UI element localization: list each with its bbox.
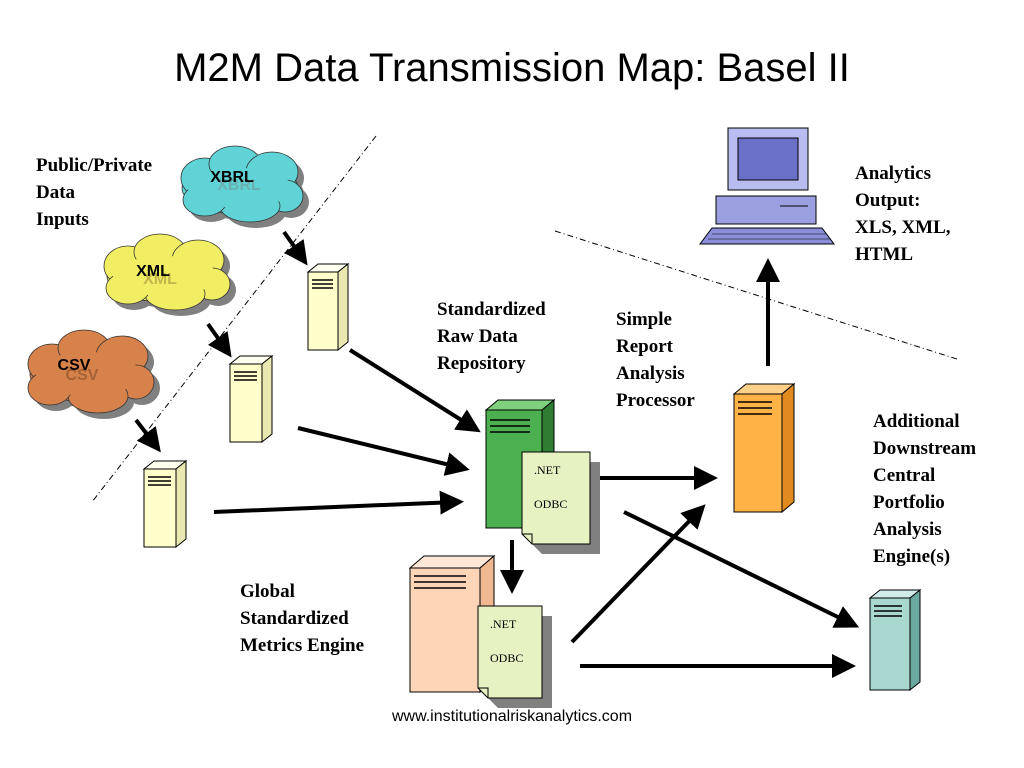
metrics-doc-line1: .NET bbox=[490, 617, 517, 631]
svg-text:XML: XML bbox=[143, 271, 177, 288]
repository-label: Standardized Raw Data Repository bbox=[437, 299, 546, 374]
arrow-metrics-to-processor bbox=[570, 504, 706, 644]
metrics-label: Global Standardized Metrics Engine bbox=[240, 581, 365, 656]
metrics-document: .NET ODBC bbox=[477, 605, 552, 708]
svg-text:CSV: CSV bbox=[66, 367, 99, 384]
csv-cloud-label: CSV bbox=[58, 357, 91, 374]
csv-cloud: CSV CSV bbox=[27, 329, 160, 419]
metrics-doc-line2: ODBC bbox=[490, 651, 523, 665]
input-server-csv bbox=[142, 459, 188, 549]
xbrl-cloud-label: XBRL bbox=[210, 169, 254, 186]
arrow-server3-to-repo bbox=[213, 490, 464, 515]
arrow-csv-to-server bbox=[134, 418, 161, 453]
inputs-label: Public/Private Data Inputs bbox=[36, 155, 153, 230]
xml-cloud: XML XML bbox=[103, 233, 236, 316]
downstream-server bbox=[868, 588, 922, 692]
output-boundary-line bbox=[554, 230, 961, 361]
page-title: M2M Data Transmission Map: Basel II bbox=[174, 46, 850, 90]
repository-doc-line2: ODBC bbox=[534, 497, 567, 511]
input-server-xbrl bbox=[306, 262, 350, 352]
downstream-label: Additional Downstream Central Portfolio … bbox=[873, 411, 977, 567]
input-server-xml bbox=[228, 354, 274, 444]
arrow-repo-to-downstream bbox=[623, 510, 860, 628]
xml-cloud-label: XML bbox=[136, 263, 170, 280]
website-footer: www.institutionalriskanalytics.com bbox=[391, 708, 633, 725]
arrow-server1-to-repo bbox=[348, 348, 481, 433]
output-label: Analytics Output: XLS, XML, HTML bbox=[855, 163, 951, 265]
processor-label: Simple Report Analysis Processor bbox=[616, 309, 695, 411]
flow-arrows bbox=[134, 230, 860, 678]
processor-server bbox=[732, 382, 796, 514]
svg-text:XBRL: XBRL bbox=[217, 177, 261, 194]
xbrl-cloud: XBRL XBRL bbox=[180, 145, 309, 228]
repository-document: .NET ODBC bbox=[521, 451, 600, 554]
arrow-xbrl-to-server bbox=[282, 230, 308, 266]
arrow-server2-to-repo bbox=[297, 426, 470, 476]
arrow-xml-to-server bbox=[206, 322, 232, 358]
repository-doc-line1: .NET bbox=[534, 463, 561, 477]
output-computer bbox=[699, 127, 835, 245]
